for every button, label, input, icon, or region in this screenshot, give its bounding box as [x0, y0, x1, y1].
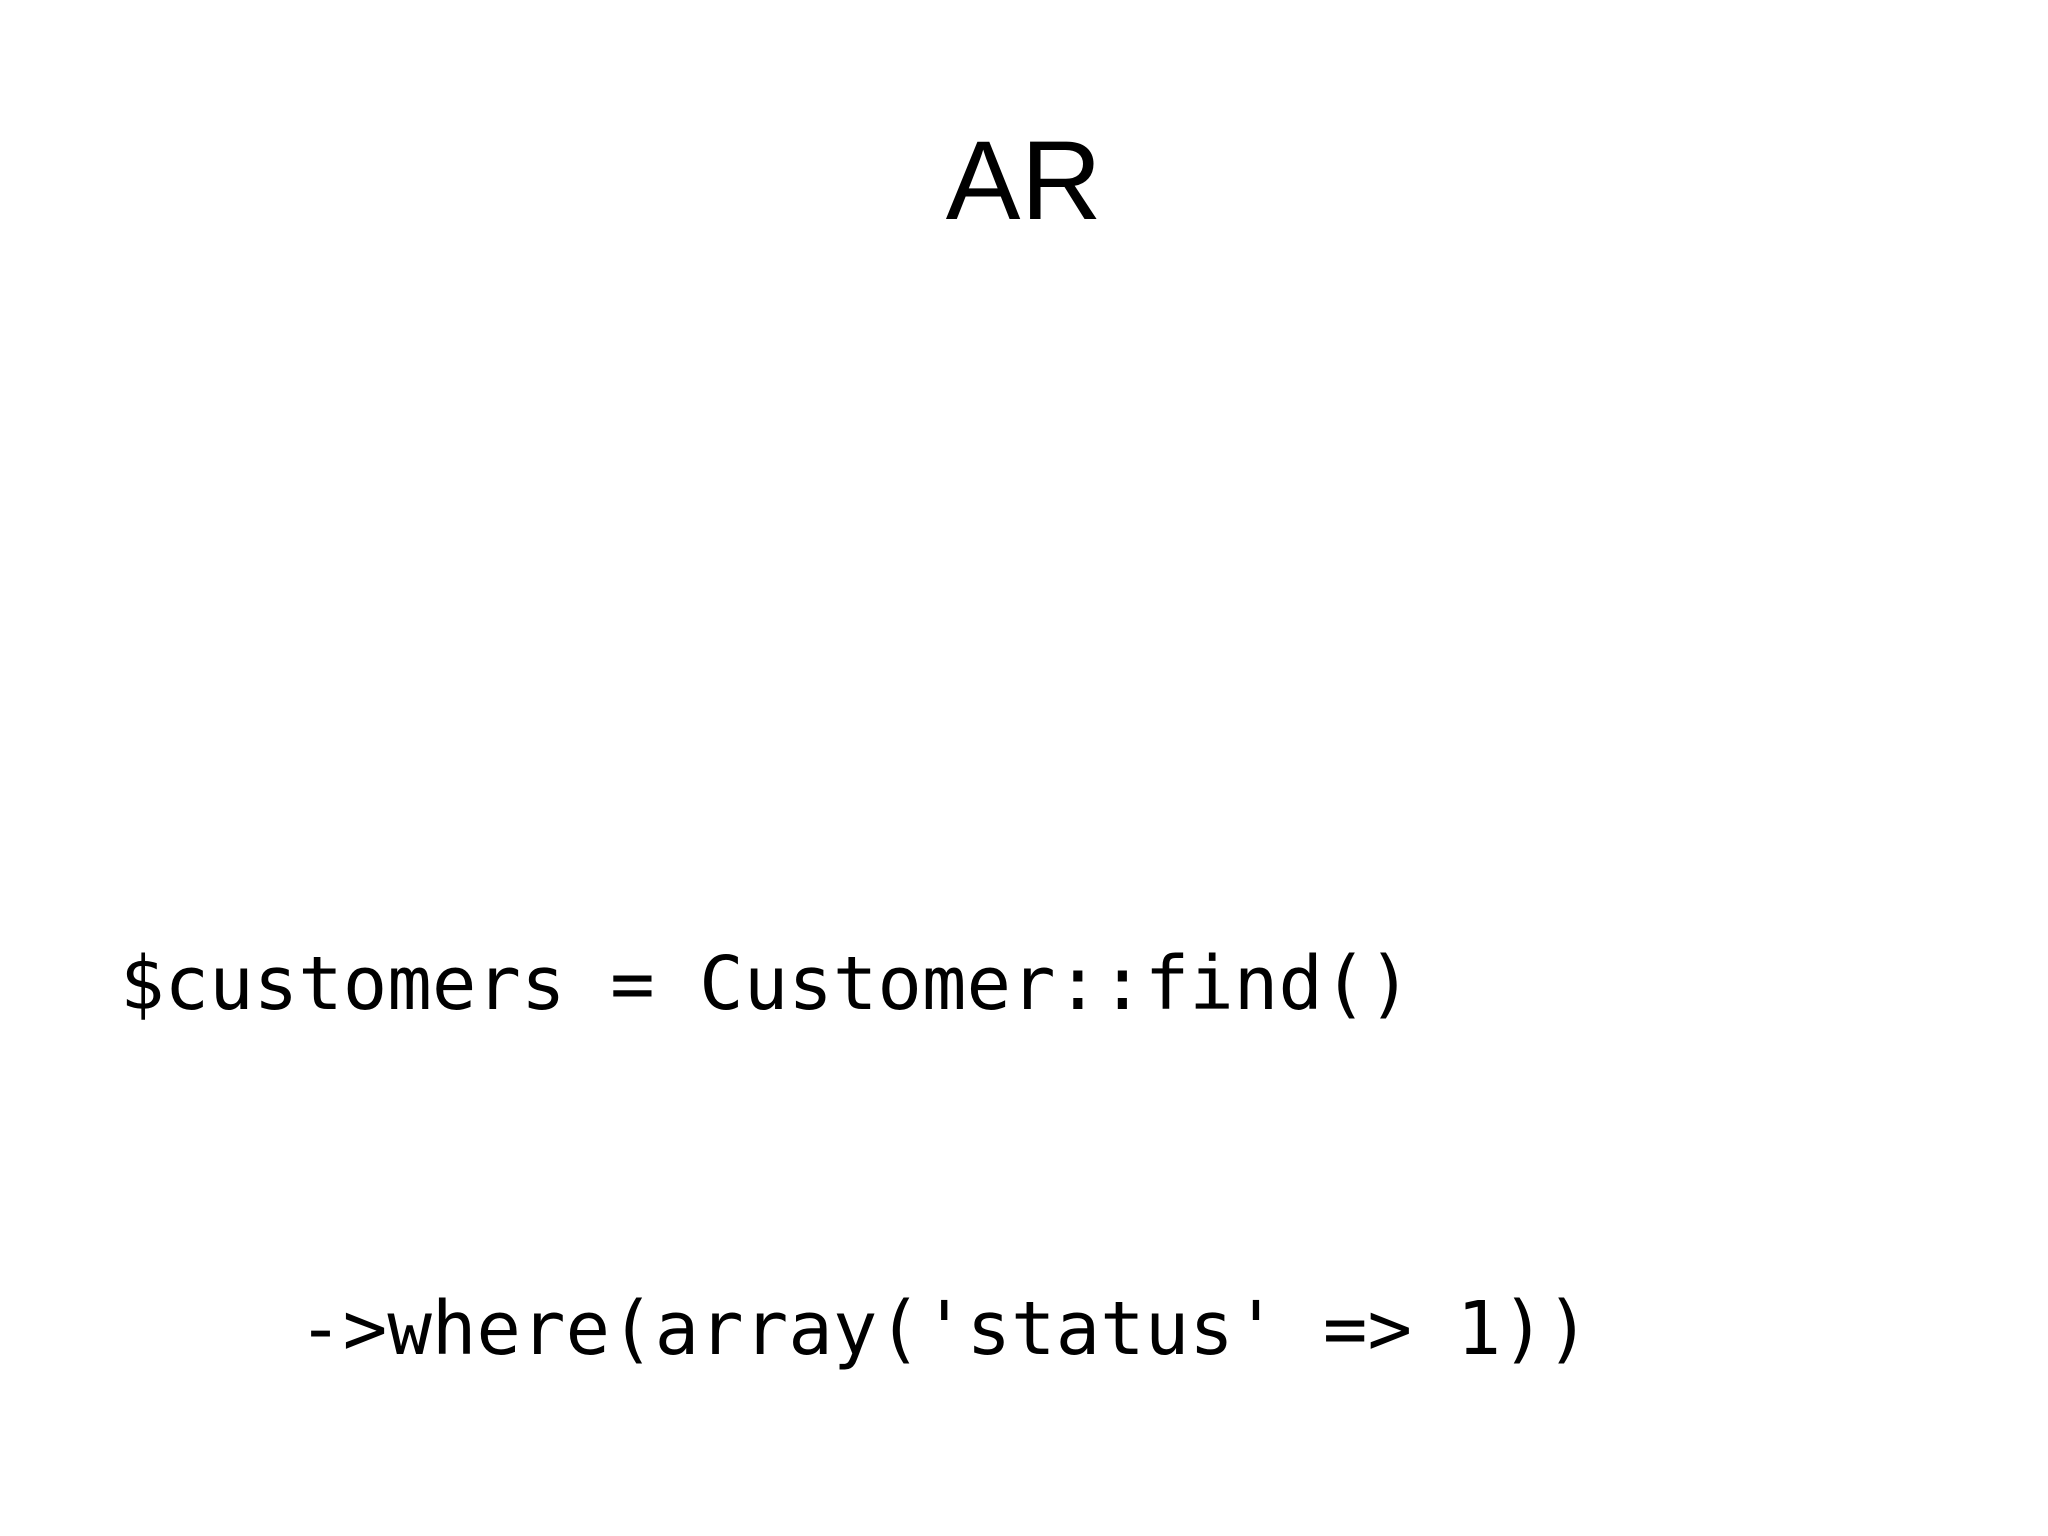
code-line: ->where(array('status' => 1))	[120, 1286, 1591, 1372]
code-block-find-query-chain: $customers = Customer::find() ->where(ar…	[120, 697, 1960, 1536]
page-title: AR	[945, 118, 1103, 243]
code-content-area: $customers = Customer::find() ->where(ar…	[120, 352, 1960, 1536]
code-line: $customers = Customer::find()	[120, 941, 1413, 1027]
